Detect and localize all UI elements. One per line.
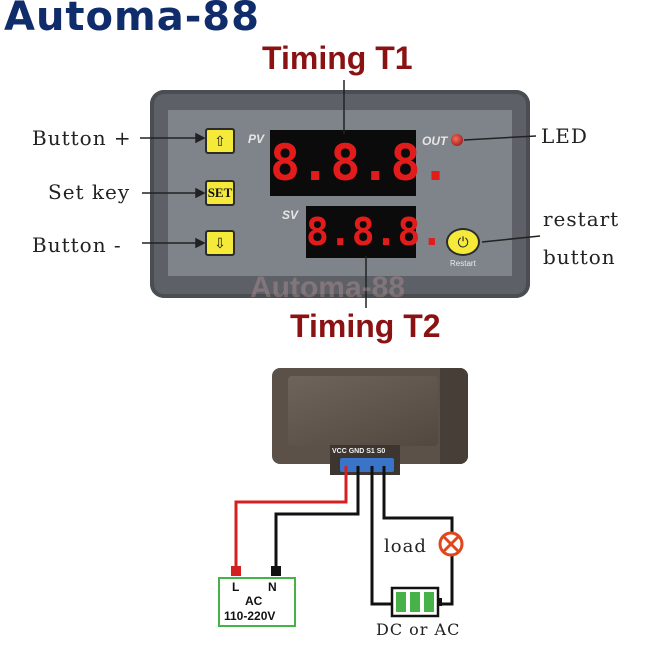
- terminal-l-post: [231, 566, 241, 576]
- callout-button-minus: Button -: [32, 233, 122, 257]
- button-plus[interactable]: ⇧: [205, 128, 235, 154]
- terminal-n-post: [271, 566, 281, 576]
- pv-label: PV: [248, 132, 265, 146]
- wire-load-top: [382, 466, 454, 532]
- arrow-button-plus: [195, 132, 206, 144]
- callout-restart-line2: button: [543, 245, 616, 269]
- power-label-ac: AC: [245, 594, 263, 608]
- power-icon: ⏻: [457, 233, 469, 250]
- battery-label: DC or AC: [376, 620, 461, 639]
- out-label: OUT: [422, 134, 448, 148]
- wire-load-left: [370, 466, 392, 606]
- up-arrow-icon: ⇧: [214, 132, 226, 149]
- arrow-set-key: [195, 187, 206, 199]
- terminal-block: [340, 458, 394, 472]
- wire-live: [234, 466, 348, 574]
- power-label-l: L: [232, 580, 240, 594]
- callout-set-key: Set key: [48, 180, 131, 204]
- callout-restart-line1: restart: [543, 207, 620, 231]
- restart-label: Restart: [450, 259, 476, 268]
- power-label-n: N: [268, 580, 277, 594]
- relay-module-end-cap: [440, 368, 468, 464]
- panel-watermark: Automa-88: [250, 271, 405, 304]
- wire-load-right: [438, 556, 454, 606]
- leader-led: [463, 135, 537, 141]
- button-minus[interactable]: ⇩: [205, 230, 235, 256]
- restart-button[interactable]: ⏻: [446, 228, 480, 256]
- brand-logo: Automa-88: [4, 0, 260, 40]
- callout-led: LED: [541, 124, 588, 148]
- arrow-button-minus: [195, 237, 206, 249]
- set-button-label: SET: [207, 185, 233, 200]
- wire-neutral: [274, 466, 360, 574]
- power-source-box: [218, 577, 296, 627]
- relay-module-top: [288, 376, 438, 446]
- down-arrow-icon: ⇩: [214, 234, 226, 251]
- sv-label: SV: [282, 208, 299, 222]
- callout-button-plus: Button +: [32, 126, 132, 150]
- led-indicator: [451, 134, 463, 146]
- heading-timing-t1: Timing T1: [262, 40, 413, 76]
- load-label: load: [384, 536, 427, 557]
- power-label-voltage: 110-220V: [224, 609, 276, 623]
- leader-restart: [481, 235, 541, 243]
- set-button[interactable]: SET: [205, 180, 235, 206]
- terminal-labels: VCC GND S1 S0: [332, 448, 386, 455]
- heading-timing-t2: Timing T2: [290, 308, 441, 344]
- load-symbol-icon: [438, 531, 464, 557]
